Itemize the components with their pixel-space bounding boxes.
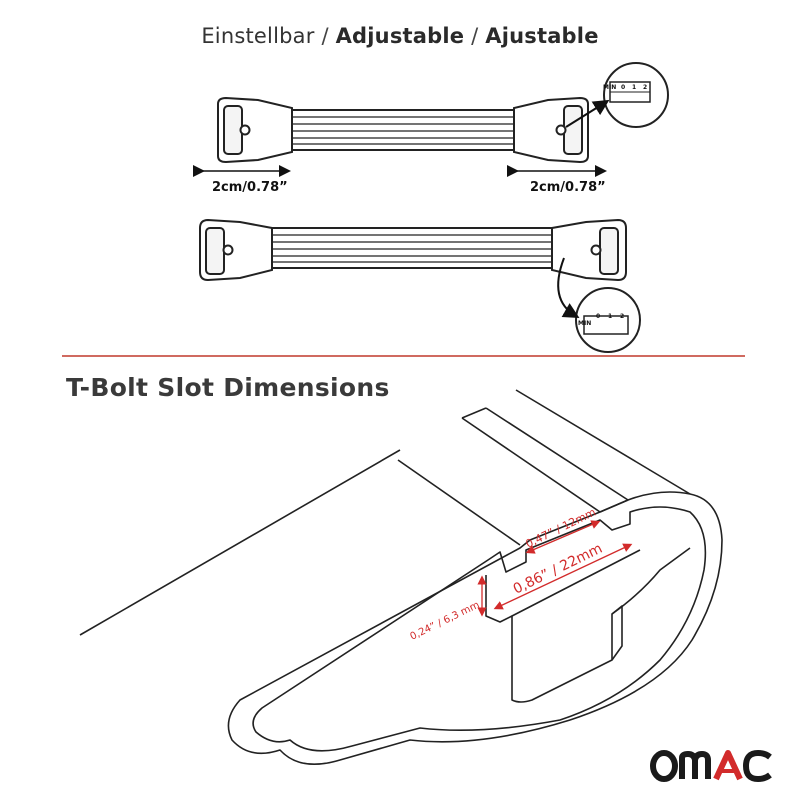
scale-0-label-2: 0 (596, 313, 600, 320)
scale-2-label-2: 2 (620, 313, 624, 320)
header-title: Einstellbar / Adjustable / Ajustable (0, 24, 800, 48)
left-adjust-label: 2cm/0.78” (212, 180, 288, 195)
callout-arrow-bottom (557, 257, 580, 318)
header-separator-1: / (314, 24, 336, 48)
header-title-fr: Ajustable (485, 24, 599, 48)
callout-arrow-top (565, 99, 610, 128)
crossbar-retracted (199, 218, 641, 353)
dimension-inner-width-arrow (493, 543, 633, 610)
scale-min-label-2: MIN (578, 320, 591, 327)
scale-min-label: MIN (603, 84, 616, 91)
dimension-inner-width-label: 0,86” / 22mm (511, 541, 605, 598)
scale-2-label: 2 (643, 84, 647, 91)
header-title-en: Adjustable (335, 24, 465, 48)
section-title: T-Bolt Slot Dimensions (66, 373, 390, 402)
scale-1-label-2: 1 (608, 313, 612, 320)
dimension-top-width-label: 0,47” / 12mm (524, 506, 598, 551)
right-adjust-label: 2cm/0.78” (530, 180, 606, 195)
scale-1-label: 1 (632, 84, 636, 91)
omac-logo (650, 749, 772, 783)
dimension-height-label: 0,24” / 6,3 mm (408, 600, 481, 643)
crossbar-extended (217, 62, 669, 164)
tslot-profile (79, 389, 723, 766)
header-title-de: Einstellbar (201, 24, 315, 48)
scale-0-label: 0 (621, 84, 625, 91)
header-separator-2: / (464, 24, 486, 48)
